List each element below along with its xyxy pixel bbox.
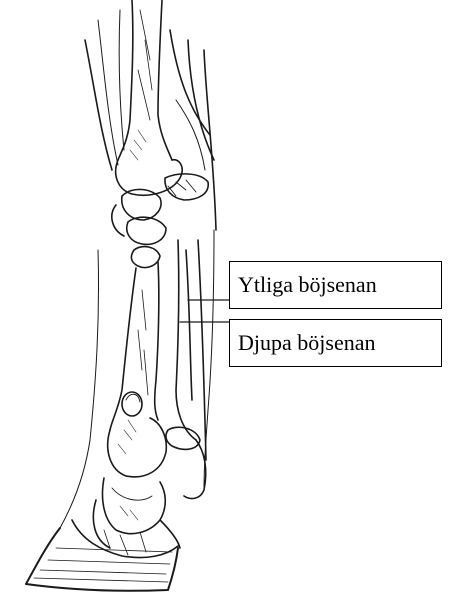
upper-tendons — [85, 10, 216, 230]
label-deep-flexor-tendon: Djupa böjsenan — [229, 319, 442, 367]
flexor-tendons-lower — [176, 240, 230, 498]
fetlock-joint — [108, 392, 167, 477]
label-superficial-flexor-tendon: Ytliga böjsenan — [229, 261, 442, 309]
radius-bone — [116, 0, 182, 195]
carpal-bones — [112, 174, 208, 268]
hoof-wall — [26, 528, 178, 591]
cannon-bone — [110, 262, 159, 430]
pastern-bones — [93, 427, 200, 548]
